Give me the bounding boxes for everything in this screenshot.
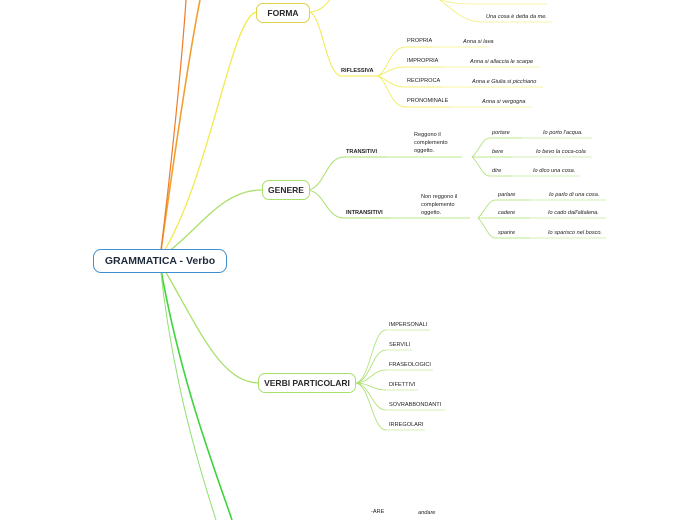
riflessiva-item-impropria[interactable]: IMPROPRIA <box>407 58 439 64</box>
genere-label: GENERE <box>268 185 304 195</box>
riflessiva-item-propria[interactable]: PROPRIA <box>407 38 433 44</box>
transitivi-desc: Reggono il complemento oggetto. <box>414 132 448 154</box>
forma-label: FORMA <box>267 8 299 18</box>
transitivi-verb-portare[interactable]: portare <box>492 130 510 136</box>
verbi-particolari-item[interactable]: IMPERSONALI <box>389 322 428 328</box>
forma-top-example: Una cosa è detta da me. <box>486 14 547 20</box>
intransitivi-example-sparire: Io sparisco nel bosco. <box>548 230 603 236</box>
intransitivi-example-cadere: Io cado dall'altalena. <box>548 210 599 216</box>
intransitivi-verb-cadere[interactable]: cadere <box>498 210 516 216</box>
riflessiva-example-pronominale: Anna si vergogna <box>482 99 526 105</box>
root-node[interactable]: GRAMMATICA - Verbo <box>93 249 227 273</box>
intransitivi-verb-parlare[interactable]: parlare <box>498 192 516 198</box>
transitivi-example-bere: Io bevo la coca-cola <box>536 149 586 155</box>
riflessiva-label[interactable]: RIFLESSIVA <box>341 68 374 74</box>
transitivi-verb-bere[interactable]: bere <box>492 149 504 155</box>
bottom-suffix[interactable]: -ARE <box>371 509 385 515</box>
verbi-particolari-item[interactable]: DIFETTIVI <box>389 382 416 388</box>
intransitivi-desc: Non reggono il complemento oggetto. <box>421 194 458 216</box>
forma-node[interactable]: FORMA <box>256 3 310 23</box>
riflessiva-item-pronominale[interactable]: PRONOMINALE <box>407 98 449 104</box>
genere-node[interactable]: GENERE <box>262 180 310 200</box>
verbi-particolari-item[interactable]: SOVRABBONDANTI <box>389 402 442 408</box>
riflessiva-item-reciproca[interactable]: RECIPROCA <box>407 78 441 84</box>
riflessiva-example-reciproca: Anna e Giulia si picchiano <box>472 79 537 85</box>
intransitivi-example-parlare: Io parlo di una cosa. <box>549 192 600 198</box>
transitivi-verb-dire[interactable]: dire <box>492 168 502 174</box>
verbi-particolari-node[interactable]: VERBI PARTICOLARI <box>258 373 356 393</box>
transitivi-label[interactable]: TRANSITIVI <box>346 149 378 155</box>
bottom-verb[interactable]: andare <box>418 510 436 516</box>
intransitivi-verb-sparire[interactable]: sparire <box>498 230 516 236</box>
verbi-particolari-item[interactable]: SERVILI <box>389 342 411 348</box>
verbi-particolari-label: VERBI PARTICOLARI <box>264 378 350 388</box>
verbi-particolari-item[interactable]: FRASEOLOGICI <box>389 362 431 368</box>
transitivi-example-portare: Io porto l'acqua. <box>543 130 583 136</box>
riflessiva-example-propria: Anna si lava <box>463 39 494 45</box>
transitivi-example-dire: Io dico una cosa. <box>533 168 576 174</box>
riflessiva-example-impropria: Anna si allaccia le scarpe <box>470 59 534 65</box>
root-label: GRAMMATICA - Verbo <box>104 255 216 267</box>
intransitivi-label[interactable]: INTRANSITIVI <box>346 210 383 216</box>
verbi-particolari-item[interactable]: IRREGOLARI <box>389 422 424 428</box>
